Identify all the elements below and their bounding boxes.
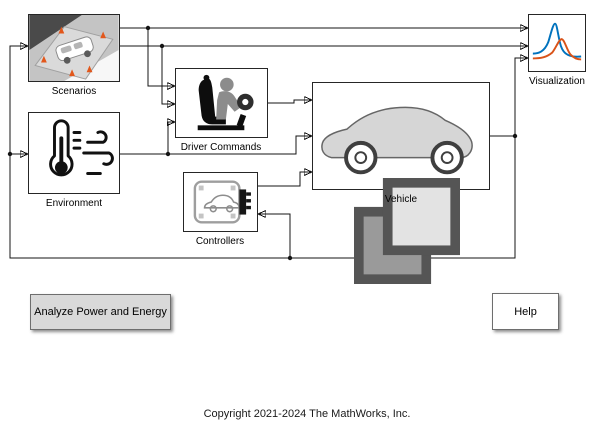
visualization-icon [529, 15, 585, 71]
block-scenarios[interactable] [28, 14, 120, 82]
block-environment[interactable] [28, 112, 120, 194]
scenarios-label: Scenarios [51, 86, 97, 97]
controllers-icon [193, 180, 251, 224]
driver-commands-label: Driver Commands [180, 142, 262, 153]
block-visualization[interactable] [528, 14, 586, 72]
block-controllers[interactable] [183, 172, 258, 232]
block-vehicle[interactable] [312, 82, 490, 284]
analyze-power-energy-button[interactable]: Analyze Power and Energy [30, 294, 171, 330]
vehicle-icon [321, 106, 473, 175]
controllers-label: Controllers [195, 236, 245, 247]
visualization-label: Visualization [529, 76, 585, 87]
block-driver-commands[interactable] [175, 68, 268, 138]
environment-label: Environment [45, 198, 103, 209]
logging-badge-icon [354, 178, 460, 284]
vehicle-label: Vehicle [384, 194, 418, 205]
help-button[interactable]: Help [492, 293, 559, 330]
environment-icon [49, 119, 114, 177]
copyright-text: Copyright 2021-2024 The MathWorks, Inc. [203, 408, 411, 420]
scenarios-icon [29, 15, 119, 81]
driver-commands-icon [197, 74, 254, 131]
